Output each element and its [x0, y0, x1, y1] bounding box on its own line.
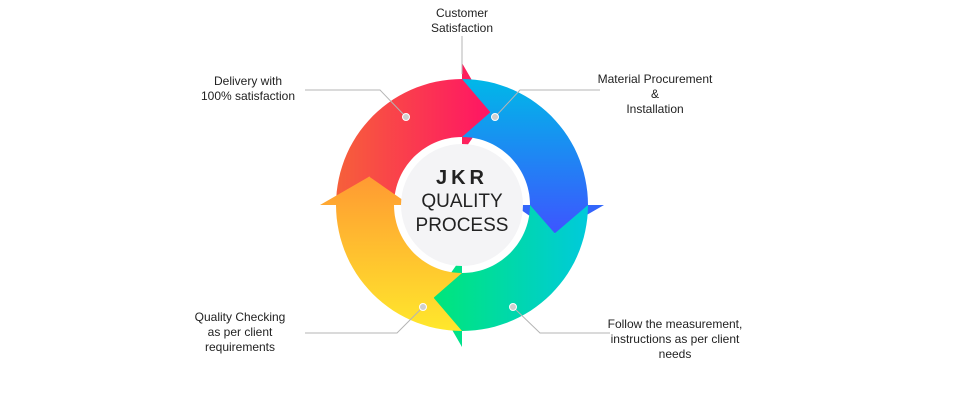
label-customer-satisfaction: Customer Satisfaction	[402, 6, 522, 36]
leader-dot-top-left	[402, 113, 410, 121]
leader-dot-top-right	[491, 113, 499, 121]
label-quality-checking: Quality Checking as per client requireme…	[170, 310, 310, 355]
leader-line-top-left	[305, 89, 407, 118]
process-arrow-red	[336, 63, 491, 205]
label-line: Satisfaction	[430, 21, 494, 35]
center-title: JKR QUALITY PROCESS	[402, 145, 522, 265]
label-line: &	[650, 87, 659, 101]
leader-line-bottom-left	[305, 306, 424, 334]
label-line: Delivery with	[213, 74, 282, 88]
center-title-line3: PROCESS	[415, 215, 509, 236]
label-line: Follow the measurement,	[607, 317, 743, 331]
leader-line-bottom-right	[512, 306, 610, 334]
label-line: instructions as per client	[610, 332, 740, 346]
label-delivery: Delivery with 100% satisfaction	[178, 74, 318, 104]
label-follow-measurement: Follow the measurement, instructions as …	[595, 317, 755, 362]
label-line: as per client	[207, 325, 273, 339]
process-arrow-green	[433, 205, 588, 347]
center-title-line2: QUALITY	[421, 191, 503, 212]
label-line: requirements	[204, 340, 276, 354]
label-line: 100% satisfaction	[200, 89, 296, 103]
label-line: Installation	[626, 102, 684, 116]
process-arrow-yellow	[320, 176, 462, 331]
leader-dot-bottom-left	[419, 303, 427, 311]
leader-line-top-right	[494, 89, 600, 118]
center-circle	[401, 144, 523, 266]
center-title-brand: JKR	[435, 167, 488, 189]
label-line: Quality Checking	[194, 310, 286, 324]
label-line: needs	[658, 347, 692, 361]
label-material-procurement: Material Procurement & Installation	[585, 72, 725, 117]
label-line: Material Procurement	[597, 72, 713, 86]
label-line: Customer	[435, 6, 488, 20]
leader-dot-bottom-right	[509, 303, 517, 311]
